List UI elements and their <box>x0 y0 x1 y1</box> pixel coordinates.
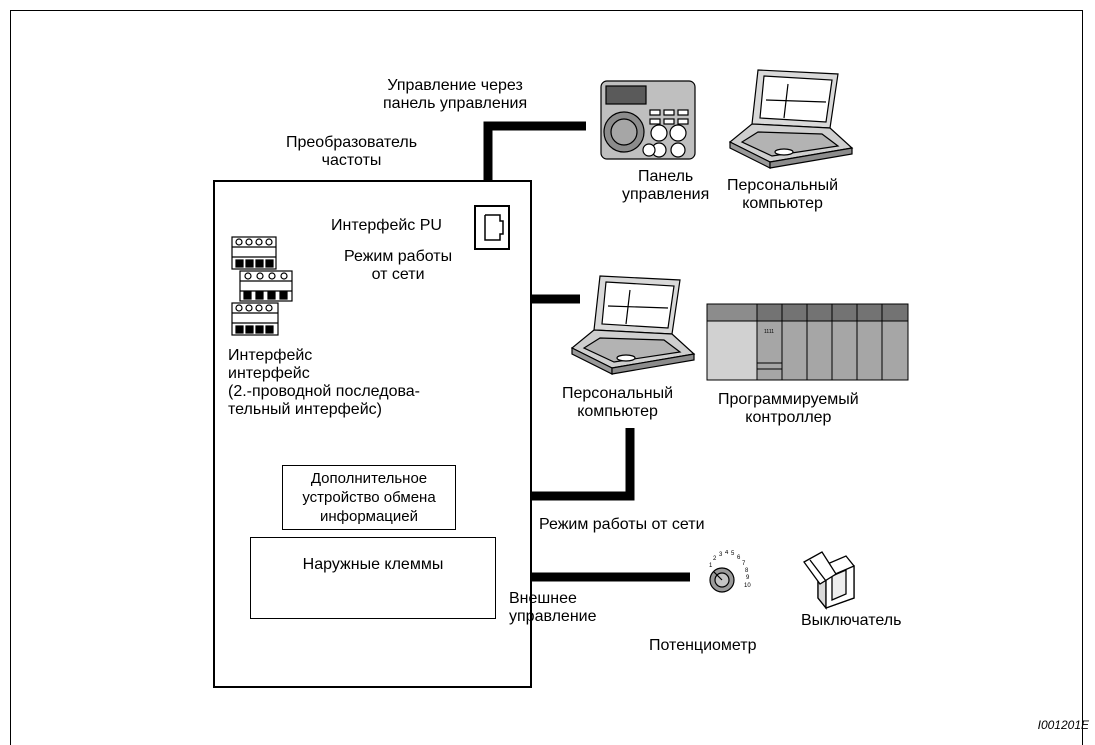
rs485-line-3: (2.-проводной последова- <box>228 383 421 400</box>
external-control-line-2: управление <box>509 608 597 625</box>
figure-id: I001201E <box>1037 718 1089 732</box>
pu-control-label: Управление через панель управления <box>383 77 527 113</box>
rs485-line-2: интерфейс <box>228 365 310 382</box>
inverter-label: Преобразователь частоты <box>286 134 417 170</box>
operation-panel-icon <box>600 80 696 160</box>
rs485-interface-label: Интерфейс интерфейс (2.-проводной послед… <box>228 347 420 419</box>
dial-tick-9: 9 <box>746 575 750 581</box>
plc-label: Программируемый контроллер <box>718 391 859 427</box>
panel-label: Панель управления <box>622 168 709 204</box>
option-device-line-2: устройство обмена <box>302 489 436 506</box>
external-control-line-1: Внешнее <box>509 590 577 607</box>
dial-tick-1: 1 <box>709 563 713 569</box>
panel-line-2: управления <box>622 186 710 203</box>
laptop-middle-icon <box>570 275 696 375</box>
pc-top-line-1: Персональный <box>727 177 839 194</box>
pu-port-icon <box>484 214 504 241</box>
option-device-box: Дополнительное устройство обмена информа… <box>282 465 456 530</box>
dial-tick-8: 8 <box>745 568 749 574</box>
inverter-line-2: частоты <box>321 152 382 169</box>
option-device-line-1: Дополнительное <box>310 470 428 487</box>
figure-frame <box>10 10 1083 745</box>
pu-control-line-1: Управление через <box>387 77 523 94</box>
panel-line-1: Панель <box>637 168 694 185</box>
external-control-label: Внешнее управление <box>509 590 597 626</box>
pu-cable <box>483 121 586 205</box>
external-terminals-label: Наружные клеммы <box>302 556 444 573</box>
dial-tick-6: 6 <box>737 555 741 561</box>
plc-line-1: Программируемый <box>718 391 859 408</box>
dial-tick-10: 10 <box>744 583 751 589</box>
dial-tick-7: 7 <box>742 561 746 567</box>
switch-label: Выключатель <box>801 612 902 629</box>
network-mode-top-line-2: от сети <box>371 266 425 283</box>
pu-interface-label: Интерфейс PU <box>331 217 442 234</box>
pu-connector <box>474 205 510 250</box>
external-terminals-box: Наружные клеммы <box>250 537 496 619</box>
pc-top-label: Персональный компьютер <box>727 177 838 213</box>
inverter-line-1: Преобразователь <box>286 134 418 151</box>
laptop-top-icon <box>728 69 854 169</box>
plc-line-2: контроллер <box>745 409 832 426</box>
option-device-line-3: информацией <box>319 508 419 525</box>
switch-icon <box>803 551 855 610</box>
rs485-line-1: Интерфейс <box>228 347 313 364</box>
network-mode-bottom-label: Режим работы от сети <box>539 516 705 533</box>
potentiometer-icon: 1 2 3 4 5 6 7 8 9 10 <box>709 550 751 593</box>
pu-control-line-2: панель управления <box>383 95 528 112</box>
pc-middle-label: Персональный компьютер <box>562 385 673 421</box>
network-mode-top-label: Режим работы от сети <box>344 248 452 284</box>
dial-tick-5: 5 <box>731 551 735 557</box>
pc-middle-line-1: Персональный <box>562 385 674 402</box>
potentiometer-label: Потенциометр <box>649 637 757 654</box>
terminal-block-icon <box>231 236 293 336</box>
pc-middle-line-2: компьютер <box>577 403 658 420</box>
dial-tick-3: 3 <box>719 552 723 558</box>
dial-tick-4: 4 <box>725 550 729 556</box>
rs485-line-4: тельный интерфейс) <box>228 401 382 418</box>
network-mode-top-line-1: Режим работы <box>344 248 453 265</box>
pc-top-line-2: компьютер <box>742 195 823 212</box>
dial-tick-2: 2 <box>713 556 717 562</box>
plc-icon: 1111 <box>706 303 909 381</box>
plc-module-marking: 1111 <box>764 329 774 335</box>
